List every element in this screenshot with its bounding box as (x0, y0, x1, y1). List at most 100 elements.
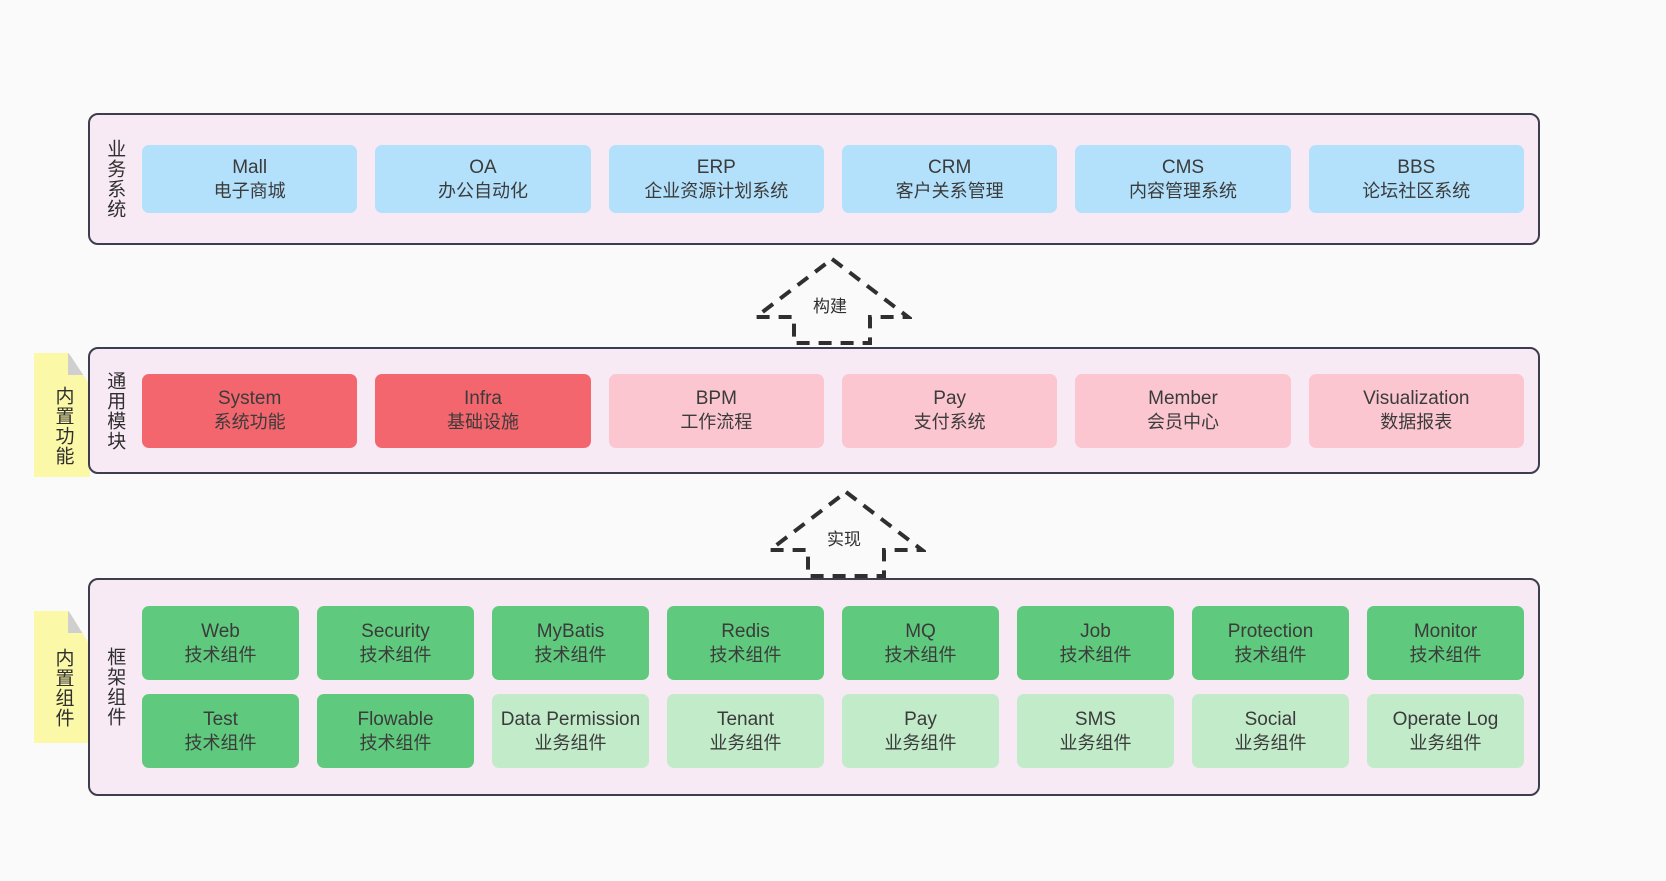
card-data-permission[interactable]: Data Permission 业务组件 (492, 694, 649, 768)
card-title: SMS (1074, 708, 1117, 730)
card-subtitle: 技术组件 (184, 644, 257, 665)
card-title: Test (203, 708, 238, 730)
connector-implement-label: 实现 (827, 530, 861, 549)
card-job[interactable]: Job 技术组件 (1017, 606, 1174, 680)
note-fold-corner-icon (68, 611, 90, 633)
connector-build-label: 构建 (813, 297, 847, 316)
card-title: Job (1080, 620, 1111, 642)
card-erp[interactable]: ERP 企业资源计划系统 (608, 145, 824, 213)
card-subtitle: 工作流程 (680, 412, 753, 433)
card-subtitle: 技术组件 (884, 644, 957, 665)
card-title: CMS (1161, 156, 1205, 178)
card-sms[interactable]: SMS 业务组件 (1017, 694, 1174, 768)
card-pay[interactable]: Pay 支付系统 (841, 373, 1058, 448)
card-social[interactable]: Social 业务组件 (1192, 694, 1349, 768)
note-fold-corner-icon (68, 353, 90, 375)
card-member[interactable]: Member 会员中心 (1075, 373, 1291, 448)
card-title: Pay (933, 388, 967, 410)
card-subtitle: 客户关系管理 (895, 180, 1004, 201)
card-crm[interactable]: CRM 客户关系管理 (841, 145, 1058, 213)
layer-business-body: Mall 电子商城 OA 办公自动化 ERP 企业资源计划系统 CRM 客户关系… (138, 115, 1538, 243)
card-subtitle: 业务组件 (1409, 732, 1482, 753)
card-subtitle: 内容管理系统 (1128, 180, 1237, 201)
card-redis[interactable]: Redis 技术组件 (667, 606, 824, 680)
card-title: MQ (905, 620, 936, 642)
layer-business-systems: 业务系统 Mall 电子商城 OA 办公自动化 ERP 企业资源计划系统 CRM… (88, 113, 1540, 245)
card-mybatis[interactable]: MyBatis 技术组件 (492, 606, 649, 680)
card-subtitle: 技术组件 (534, 644, 607, 665)
card-subtitle: 系统功能 (213, 412, 286, 433)
card-operate-log[interactable]: Operate Log 业务组件 (1367, 694, 1524, 768)
card-subtitle: 技术组件 (184, 732, 257, 753)
card-cms[interactable]: CMS 内容管理系统 (1075, 145, 1291, 213)
layer-framework-title: 框架组件 (104, 647, 126, 727)
layer-common-title: 通用模块 (104, 370, 126, 451)
card-web[interactable]: Web 技术组件 (142, 606, 299, 680)
layer-framework-components: 框架组件 Web 技术组件 Security 技术组件 MyBatis 技术组件… (88, 578, 1540, 796)
framework-biz-row: Test 技术组件 Flowable 技术组件 Data Permission … (142, 694, 1524, 768)
card-subtitle: 业务组件 (1234, 732, 1307, 753)
card-title: Monitor (1413, 620, 1478, 642)
card-title: Visualization (1363, 388, 1470, 410)
card-subtitle: 业务组件 (709, 732, 782, 753)
card-subtitle: 数据报表 (1380, 412, 1453, 433)
note-builtin-features: 内置功能 (34, 353, 90, 477)
card-security[interactable]: Security 技术组件 (317, 606, 474, 680)
layer-business-title: 业务系统 (104, 139, 126, 219)
card-subtitle: 基础设施 (446, 412, 519, 433)
card-title: BBS (1397, 156, 1436, 178)
card-title: MyBatis (536, 620, 605, 642)
card-title: Security (361, 620, 430, 642)
card-title: Pay (904, 708, 937, 730)
card-tenant[interactable]: Tenant 业务组件 (667, 694, 824, 768)
card-title: Web (201, 620, 240, 642)
layer-framework-body: Web 技术组件 Security 技术组件 MyBatis 技术组件 Redi… (138, 580, 1538, 794)
card-title: Social (1244, 708, 1297, 730)
card-system[interactable]: System 系统功能 (142, 373, 358, 448)
card-mq[interactable]: MQ 技术组件 (842, 606, 999, 680)
card-subtitle: 技术组件 (1059, 644, 1132, 665)
card-infra[interactable]: Infra 基础设施 (375, 373, 591, 448)
card-mall[interactable]: Mall 电子商城 (142, 145, 358, 213)
card-title: BPM (695, 388, 737, 410)
card-visualization[interactable]: Visualization 数据报表 (1308, 373, 1524, 448)
card-title: Flowable (357, 708, 434, 730)
card-subtitle: 技术组件 (1234, 644, 1307, 665)
card-subtitle: 技术组件 (709, 644, 782, 665)
note-label: 内置组件 (52, 648, 74, 728)
layer-common-body: System 系统功能 Infra 基础设施 BPM 工作流程 Pay 支付系统… (138, 349, 1538, 472)
card-test[interactable]: Test 技术组件 (142, 694, 299, 768)
card-title: Operate Log (1392, 708, 1499, 730)
card-pay-biz[interactable]: Pay 业务组件 (842, 694, 999, 768)
card-subtitle: 支付系统 (913, 412, 986, 433)
card-subtitle: 业务组件 (884, 732, 957, 753)
note-builtin-components: 内置组件 (34, 611, 90, 743)
card-title: Redis (721, 620, 770, 642)
card-title: ERP (696, 156, 736, 178)
card-subtitle: 技术组件 (1409, 644, 1482, 665)
card-title: Member (1148, 388, 1218, 410)
card-bpm[interactable]: BPM 工作流程 (608, 373, 824, 448)
card-monitor[interactable]: Monitor 技术组件 (1367, 606, 1524, 680)
card-subtitle: 电子商城 (213, 180, 286, 201)
card-title: Mall (232, 156, 268, 178)
card-subtitle: 论坛社区系统 (1362, 180, 1471, 201)
card-subtitle: 企业资源计划系统 (644, 180, 789, 201)
business-card-row: Mall 电子商城 OA 办公自动化 ERP 企业资源计划系统 CRM 客户关系… (142, 145, 1524, 213)
card-subtitle: 办公自动化 (437, 180, 528, 201)
note-label: 内置功能 (52, 386, 74, 466)
card-title: Tenant (716, 708, 775, 730)
card-oa[interactable]: OA 办公自动化 (375, 145, 591, 213)
layer-common-modules: 通用模块 System 系统功能 Infra 基础设施 BPM 工作流程 Pay… (88, 347, 1540, 474)
card-bbs[interactable]: BBS 论坛社区系统 (1308, 145, 1524, 213)
card-title: Data Permission (500, 708, 641, 730)
card-flowable[interactable]: Flowable 技术组件 (317, 694, 474, 768)
card-title: OA (469, 156, 497, 178)
card-subtitle: 技术组件 (359, 644, 432, 665)
card-subtitle: 业务组件 (534, 732, 607, 753)
framework-tech-row: Web 技术组件 Security 技术组件 MyBatis 技术组件 Redi… (142, 606, 1524, 680)
card-protection[interactable]: Protection 技术组件 (1192, 606, 1349, 680)
common-card-row: System 系统功能 Infra 基础设施 BPM 工作流程 Pay 支付系统… (142, 373, 1524, 448)
card-title: Protection (1227, 620, 1314, 642)
card-title: Infra (463, 388, 502, 410)
